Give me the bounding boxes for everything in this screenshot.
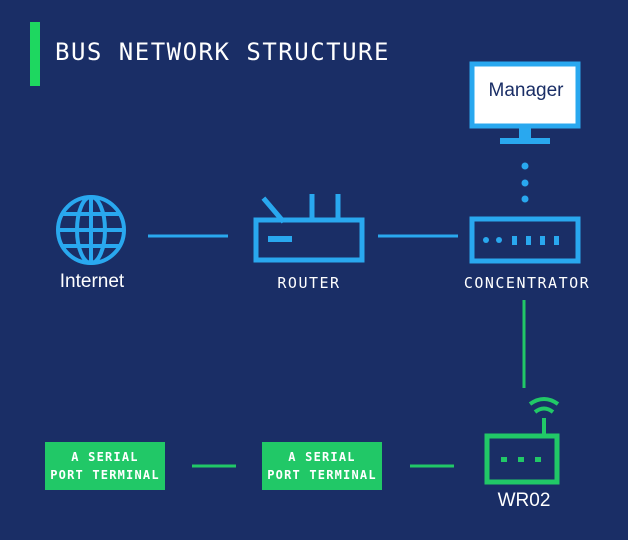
- router-icon: [253, 194, 365, 263]
- concentrator-icon: [469, 216, 581, 264]
- internet-label: Internet: [59, 271, 125, 292]
- terminal-line1: A SERIAL: [71, 450, 139, 464]
- terminal-line2: PORT TERMINAL: [50, 468, 160, 482]
- router-label: ROUTER: [277, 274, 341, 292]
- monitor-icon: [469, 61, 581, 144]
- page-title: BUS NETWORK STRUCTURE: [55, 38, 390, 66]
- wifi-device-icon: [484, 397, 560, 485]
- title-accent-bar: [30, 22, 40, 86]
- concentrator-label: CONCENTRATOR: [463, 274, 591, 292]
- serial-terminal-2: A SERIAL PORT TERMINAL: [262, 442, 382, 490]
- serial-terminal-1: A SERIAL PORT TERMINAL: [45, 442, 165, 490]
- terminal-line1: A SERIAL: [288, 450, 356, 464]
- manager-label: Manager: [488, 80, 564, 101]
- globe-icon: [56, 195, 126, 265]
- terminal-line2: PORT TERMINAL: [267, 468, 377, 482]
- wr02-label: WR02: [497, 490, 551, 511]
- dotted-link-manager-concentrator: [521, 162, 529, 203]
